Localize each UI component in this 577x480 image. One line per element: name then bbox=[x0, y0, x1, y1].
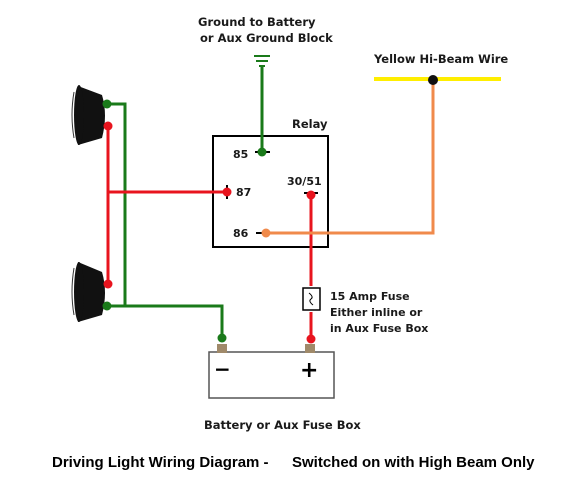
dot-green-lamp-top bbox=[102, 99, 112, 109]
dot-green-lamp-bottom bbox=[102, 301, 112, 311]
fuse-label-line3: in Aux Fuse Box bbox=[330, 322, 428, 335]
pin-30-51-label: 30/51 bbox=[287, 175, 322, 188]
dot-pin-87 bbox=[222, 187, 232, 197]
connection-dots bbox=[102, 75, 438, 344]
dot-red-lamp-top bbox=[103, 121, 113, 131]
ground-symbol bbox=[254, 55, 270, 67]
battery-plus-sign: + bbox=[300, 358, 318, 383]
dot-battery-negative bbox=[217, 333, 227, 343]
yellow-wire-label: Yellow Hi-Beam Wire bbox=[373, 52, 508, 66]
pin-86-label: 86 bbox=[233, 227, 249, 240]
dot-pin-86 bbox=[261, 228, 271, 238]
dot-red-lamp-bottom bbox=[103, 279, 113, 289]
orange-trigger-wire bbox=[267, 81, 435, 235]
green-ground-wires bbox=[106, 66, 264, 338]
driving-lamp-top bbox=[71, 85, 105, 145]
fuse-label-line1: 15 Amp Fuse bbox=[330, 290, 410, 303]
pin-85-label: 85 bbox=[233, 148, 248, 161]
ground-label-line1: Ground to Battery bbox=[198, 15, 316, 29]
fuse-symbol bbox=[302, 287, 321, 311]
driving-lamp-bottom bbox=[71, 262, 105, 322]
battery-label: Battery or Aux Fuse Box bbox=[204, 418, 361, 432]
relay-label: Relay bbox=[292, 117, 328, 131]
caption-subtitle: Switched on with High Beam Only bbox=[292, 454, 535, 471]
dot-pin-30 bbox=[306, 190, 316, 200]
battery-minus-sign: − bbox=[214, 357, 231, 381]
ground-label-line2: or Aux Ground Block bbox=[200, 31, 333, 45]
pin-87-label: 87 bbox=[236, 186, 251, 199]
caption-title: Driving Light Wiring Diagram - bbox=[52, 454, 269, 471]
dot-pin-85 bbox=[257, 147, 267, 157]
battery-box bbox=[208, 344, 335, 399]
fuse-label-line2: Either inline or bbox=[330, 306, 423, 319]
dot-battery-positive bbox=[306, 334, 316, 344]
dot-hi-beam-tap bbox=[428, 75, 438, 85]
